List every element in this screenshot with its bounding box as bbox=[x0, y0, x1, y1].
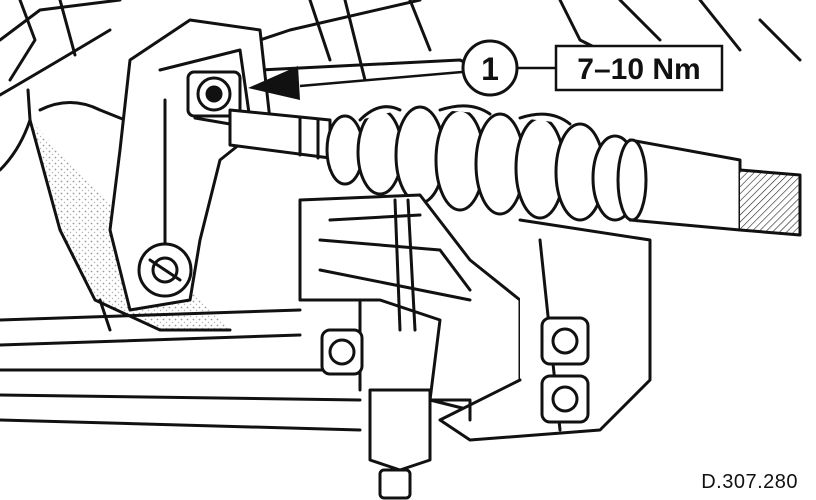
right-bracket bbox=[438, 218, 652, 442]
torque-label: 7–10 Nm bbox=[554, 44, 724, 92]
mounting-bracket bbox=[108, 18, 272, 312]
rubber-bellows bbox=[325, 104, 639, 222]
cable-end-bolt bbox=[186, 70, 242, 126]
pointer-arrow bbox=[248, 66, 463, 100]
callout-number: 1 bbox=[481, 51, 499, 87]
clutch-cable-rod bbox=[228, 108, 332, 160]
lower-bolt bbox=[320, 328, 364, 376]
retaining-clip bbox=[368, 388, 472, 500]
support-lever bbox=[298, 193, 522, 412]
torque-value: 7–10 Nm bbox=[577, 53, 700, 86]
cable-sleeve bbox=[616, 138, 802, 237]
callout-marker: 1 bbox=[461, 39, 519, 97]
figure-reference-code: D.307.280 bbox=[701, 471, 798, 493]
